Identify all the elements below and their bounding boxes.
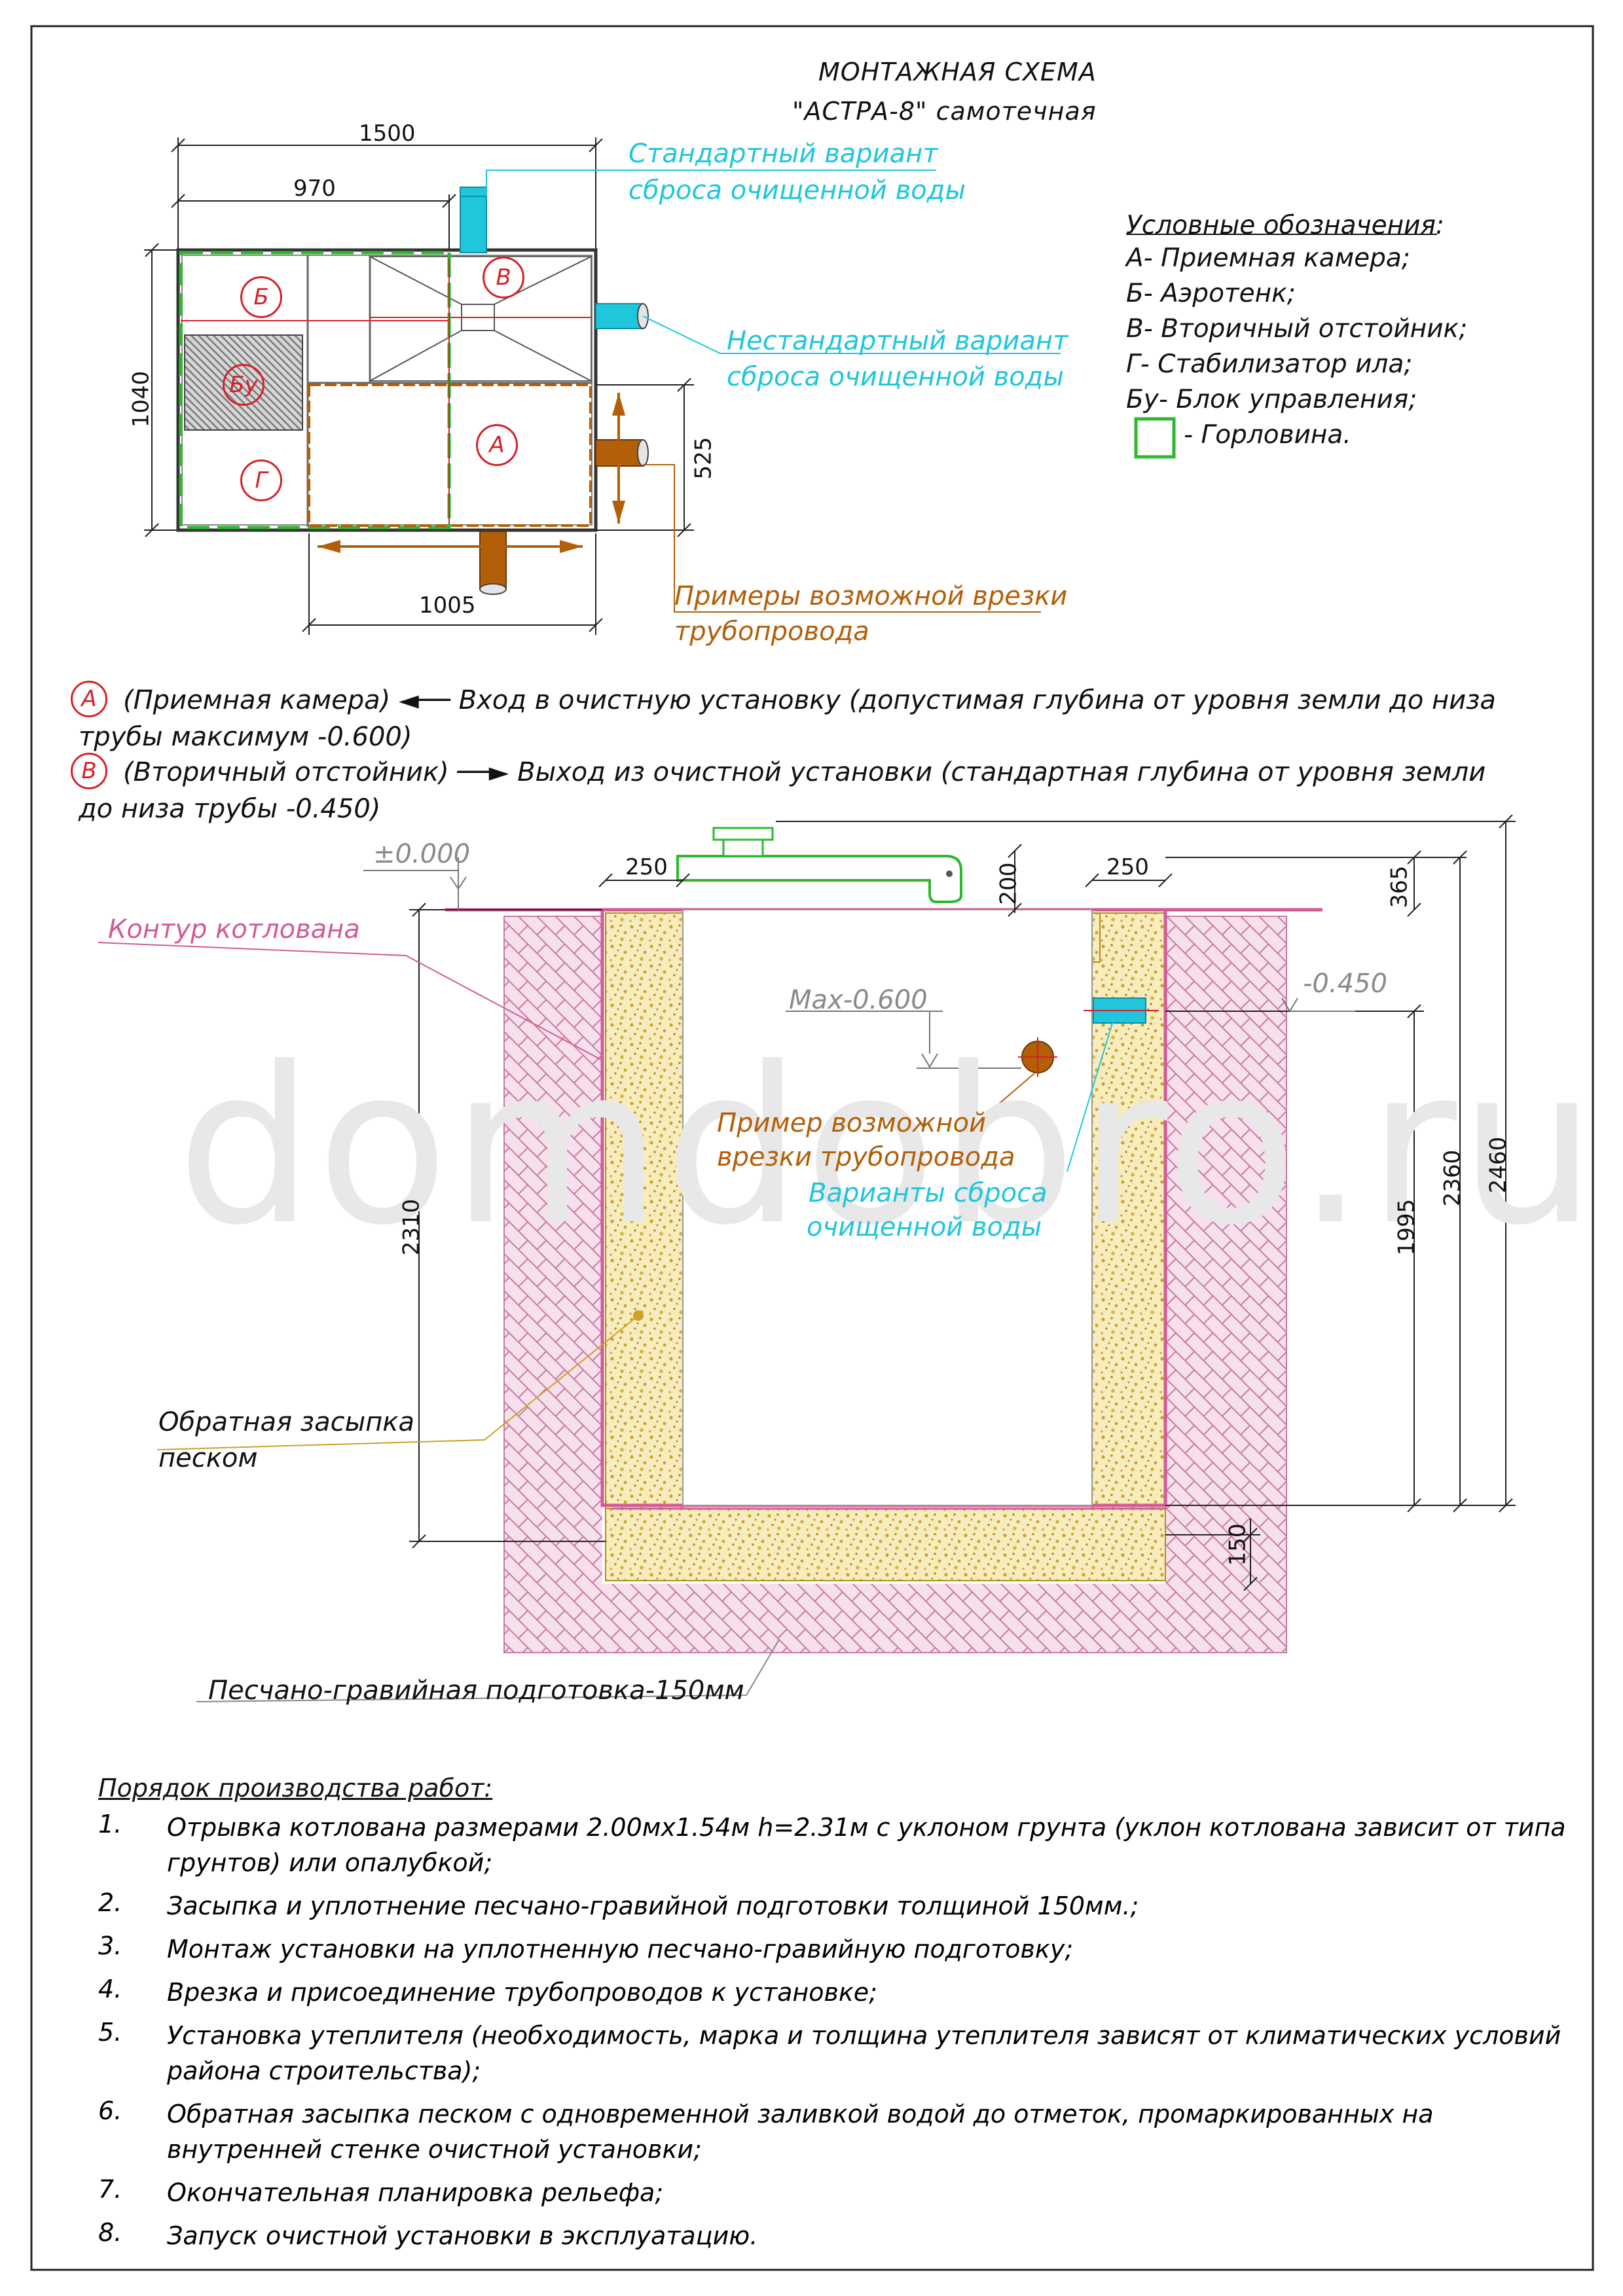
pit-contour-label: Контур котлована	[108, 914, 360, 944]
legend-item: А- Приемная камера;	[1126, 243, 1410, 273]
nonstd-outlet-label-1: Нестандартный вариант	[727, 326, 1068, 356]
list-item-number: 8.	[98, 2218, 122, 2247]
legend-item: Бу- Блок управления;	[1126, 385, 1417, 414]
legend-item: Б- Аэротенк;	[1126, 279, 1296, 308]
dim-1995: 1995	[1393, 1198, 1420, 1256]
list-item-number: 2.	[98, 1888, 122, 1917]
dim-wall-right: 250	[1106, 854, 1149, 880]
nonstd-outlet-label-2: сброса очищенной воды	[727, 362, 1064, 392]
legend-item: В- Вторичный отстойник;	[1126, 314, 1468, 344]
list-item: 5. Установка утеплителя (необходимость, м…	[98, 2018, 1571, 2089]
list-item: 6. Обратная засыпка песком с одновременно…	[98, 2096, 1571, 2167]
std-outlet-label-1: Стандартный вариант	[629, 139, 938, 169]
chamber-v-badge: В	[483, 257, 524, 298]
dim-neck: 200	[995, 862, 1022, 905]
dim-top: 365	[1386, 865, 1413, 908]
legend-item: - Горловина.	[1184, 420, 1351, 450]
dim-base: 150	[1224, 1523, 1251, 1566]
chamber-g-badge: Г	[240, 459, 282, 501]
dim-inner-width: 970	[293, 175, 336, 202]
list-item: 3. Монтаж установки на уплотненную песчан…	[98, 1931, 1571, 1967]
backfill-label-1: Обратная засыпка	[158, 1407, 414, 1437]
list-item-text: Засыпка и уплотнение песчано-гравийной п…	[167, 1892, 1139, 1920]
note-a-line-2: трубы максимум -0.600)	[79, 722, 412, 752]
dim-height: 1040	[128, 370, 155, 428]
list-item-text: Врезка и присоединение трубопроводов к у…	[167, 1978, 877, 2007]
pipe-examples-label-1: Примеры возможной врезки	[674, 581, 1068, 611]
list-item-text: Обратная засыпка песком с одновременной …	[167, 2100, 1434, 2164]
note-v-line-2: до низа трубы -0.450)	[79, 794, 381, 824]
note-a-line-1: (Приемная камера) ◄── Вход в очистную ус…	[123, 685, 1496, 715]
level-max: Max-0.600	[789, 985, 928, 1015]
list-item-number: 4.	[98, 1975, 122, 2003]
list-item-number: 5.	[98, 2018, 122, 2047]
list-item-text: Окончательная планировка рельефа;	[167, 2178, 664, 2207]
list-item: 7. Окончательная планировка рельефа;	[98, 2175, 1571, 2210]
dim-wall-left: 250	[625, 854, 668, 880]
outlet-variants-label-2: очищенной воды	[807, 1212, 1042, 1242]
list-item-number: 3.	[98, 1931, 122, 1960]
list-item: 1. Отрывка котлована размерами 2.00мх1.54…	[98, 1810, 1571, 1880]
list-item-text: Отрывка котлована размерами 2.00мх1.54м …	[167, 1813, 1566, 1877]
pipe-examples-label-2: трубопровода	[674, 617, 869, 647]
works-list: 1. Отрывка котлована размерами 2.00мх1.54…	[98, 1810, 1571, 2261]
neck-legend-swatch	[1134, 417, 1176, 459]
gravel-base-label: Песчано-гравийная подготовка-150мм	[208, 1676, 744, 1706]
title-line-2: "АСТРА-8" самотечная	[792, 97, 1097, 126]
dim-chamber-height: 525	[690, 437, 717, 480]
section-pipe-label-2: врезки трубопровода	[717, 1142, 1015, 1172]
note-v-badge: В	[71, 753, 107, 789]
dim-total-width: 1500	[359, 120, 416, 147]
dim-2360: 2360	[1439, 1149, 1466, 1207]
note-v-line-1: (Вторичный отстойник) ──► Выход из очист…	[123, 757, 1486, 787]
watermark: domdobro.ru	[177, 1021, 1599, 1272]
legend-item: Г- Стабилизатор ила;	[1126, 350, 1413, 379]
dim-bottom-width: 1005	[419, 592, 476, 619]
section-view	[98, 814, 1516, 1702]
outlet-variants-label-1: Варианты сброса	[809, 1178, 1048, 1208]
list-item: 4. Врезка и присоединение трубопроводов к…	[98, 1975, 1571, 2010]
backfill-label-2: песком	[158, 1443, 258, 1473]
dim-pit-depth: 2310	[398, 1198, 425, 1256]
dim-2460: 2460	[1485, 1136, 1512, 1194]
list-item: 2. Засыпка и уплотнение песчано-гравийной…	[98, 1888, 1571, 1924]
list-item-number: 1.	[98, 1810, 122, 1839]
chamber-b-badge: Б	[240, 276, 282, 318]
list-item-number: 7.	[98, 2175, 122, 2204]
level-out: -0.450	[1303, 969, 1387, 999]
list-item-text: Запуск очистной установки в эксплуатацию…	[167, 2221, 758, 2250]
section-pipe-label-1: Пример возможной	[717, 1108, 986, 1138]
list-item-number: 6.	[98, 2096, 122, 2125]
works-title: Порядок производства работ:	[98, 1774, 493, 1803]
note-a-badge: А	[71, 681, 107, 717]
legend-title: Условные обозначения:	[1126, 211, 1445, 240]
list-item: 8. Запуск очистной установки в эксплуатац…	[98, 2218, 1571, 2253]
title-line-1: МОНТАЖНАЯ СХЕМА	[818, 58, 1097, 86]
level-zero: ±0.000	[373, 839, 471, 869]
std-outlet-label-2: сброса очищенной воды	[629, 175, 966, 206]
chamber-a-badge: А	[476, 424, 518, 466]
list-item-text: Установка утеплителя (необходимость, мар…	[167, 2021, 1561, 2085]
list-item-text: Монтаж установки на уплотненную песчано-…	[167, 1935, 1074, 1964]
chamber-bu-badge: Бу	[223, 364, 264, 406]
